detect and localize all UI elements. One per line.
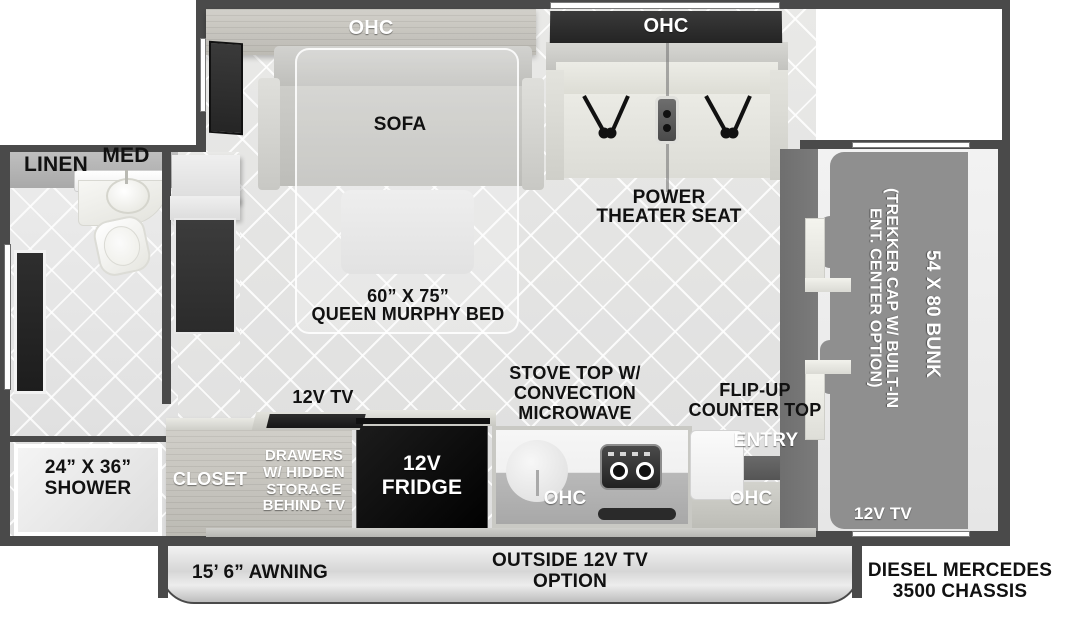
sofa-back xyxy=(274,46,532,92)
ohc-kitchen-label: OHC xyxy=(543,488,587,509)
flip-counter-label: FLIP-UP COUNTER TOP xyxy=(688,380,822,420)
exterior-cutout-top-left xyxy=(0,0,196,145)
living-room-tv xyxy=(209,40,243,136)
ohc-entry-label: OHC xyxy=(729,488,773,509)
sofa-arm-left xyxy=(258,78,280,190)
oven-handle xyxy=(598,508,676,520)
hall-cabinet-lower xyxy=(170,196,240,220)
shower-divider xyxy=(10,436,178,442)
awning-label: 15’ 6” AWNING xyxy=(192,562,328,583)
theater-seat-left-edge xyxy=(546,70,564,180)
ohc-front-label: OHC xyxy=(348,17,394,39)
outside-tv-label: OUTSIDE 12V TV OPTION xyxy=(492,550,648,592)
theater-center-console xyxy=(655,96,679,144)
recline-arrows xyxy=(582,95,752,139)
bathroom-divider-wall xyxy=(162,152,171,404)
cooktop-burner-left xyxy=(610,462,628,480)
bunk-shelf-lower xyxy=(805,360,851,374)
trekker-cap-label: (TREKKER CAP W/ BUILT-IN ENT. CENTER OPT… xyxy=(866,188,900,409)
drawers-unit xyxy=(254,424,352,536)
kitchen-tv-panel xyxy=(266,414,366,428)
bathroom-sink xyxy=(106,178,150,214)
sink-faucet xyxy=(125,170,128,184)
hall-overhead-cabinet xyxy=(172,155,240,203)
cooktop-burner-right xyxy=(636,462,654,480)
awning xyxy=(160,546,860,604)
stove-label: STOVE TOP W/ CONVECTION MICROWAVE xyxy=(509,363,641,423)
sofa-arm-right xyxy=(522,78,544,190)
bunk-window-top xyxy=(852,142,970,148)
murphy-bed-label: 60” X 75” QUEEN MURPHY BED xyxy=(311,286,505,325)
awning-right-cap xyxy=(852,546,862,598)
bunk-window-bottom xyxy=(852,531,970,537)
bunk-size-label: 54 X 80 BUNK xyxy=(922,250,943,379)
cooktop-knobs xyxy=(608,452,650,456)
bathroom-mirror-panel xyxy=(14,250,46,394)
console-cupholder-top xyxy=(663,110,671,118)
living-room-window xyxy=(200,38,206,112)
closet-label: CLOSET xyxy=(172,469,248,489)
awning-left-cap xyxy=(158,546,168,598)
sofa-label: SOFA xyxy=(373,114,427,135)
power-theater-seat-label: POWER THEATER SEAT xyxy=(596,187,742,228)
flip-up-counter xyxy=(690,430,744,500)
drawers-label: DRAWERS W/ HIDDEN STORAGE BEHIND TV xyxy=(262,447,346,515)
closet-unit xyxy=(166,424,254,536)
bunk-rail-upper xyxy=(805,218,825,286)
kitchen-tv-label: 12V TV xyxy=(292,387,354,407)
fridge-label: 12V FRIDGE xyxy=(381,452,463,499)
shower-label: 24” X 36” SHOWER xyxy=(44,457,132,500)
med-label: MED xyxy=(102,144,150,167)
hall-tv-panel xyxy=(174,218,236,334)
ohc-theater-label: OHC xyxy=(643,15,689,37)
theater-slide-window xyxy=(550,2,780,9)
shower-pan xyxy=(14,444,162,536)
linen-label: LINEN xyxy=(24,153,88,176)
bunk-mattress xyxy=(830,152,968,529)
exterior-cutout-top-right xyxy=(816,9,1002,149)
entry-label: ENTRY xyxy=(733,430,799,451)
galley-faucet xyxy=(536,470,539,496)
front-window-exterior xyxy=(4,244,11,390)
bunk-tv-label: 12V TV xyxy=(854,504,912,523)
bunk-shelf-upper xyxy=(805,278,851,292)
interior-bottom-sill xyxy=(206,528,816,537)
console-cupholder-bottom xyxy=(663,124,671,132)
bunk-hall-strip xyxy=(780,149,818,531)
closet-top xyxy=(166,418,258,430)
chassis-label: DIESEL MERCEDES 3500 CHASSIS xyxy=(867,560,1053,602)
murphy-bed-mattress xyxy=(341,190,474,274)
fridge-top-dark-line xyxy=(356,418,490,424)
sofa-seat xyxy=(268,86,536,186)
